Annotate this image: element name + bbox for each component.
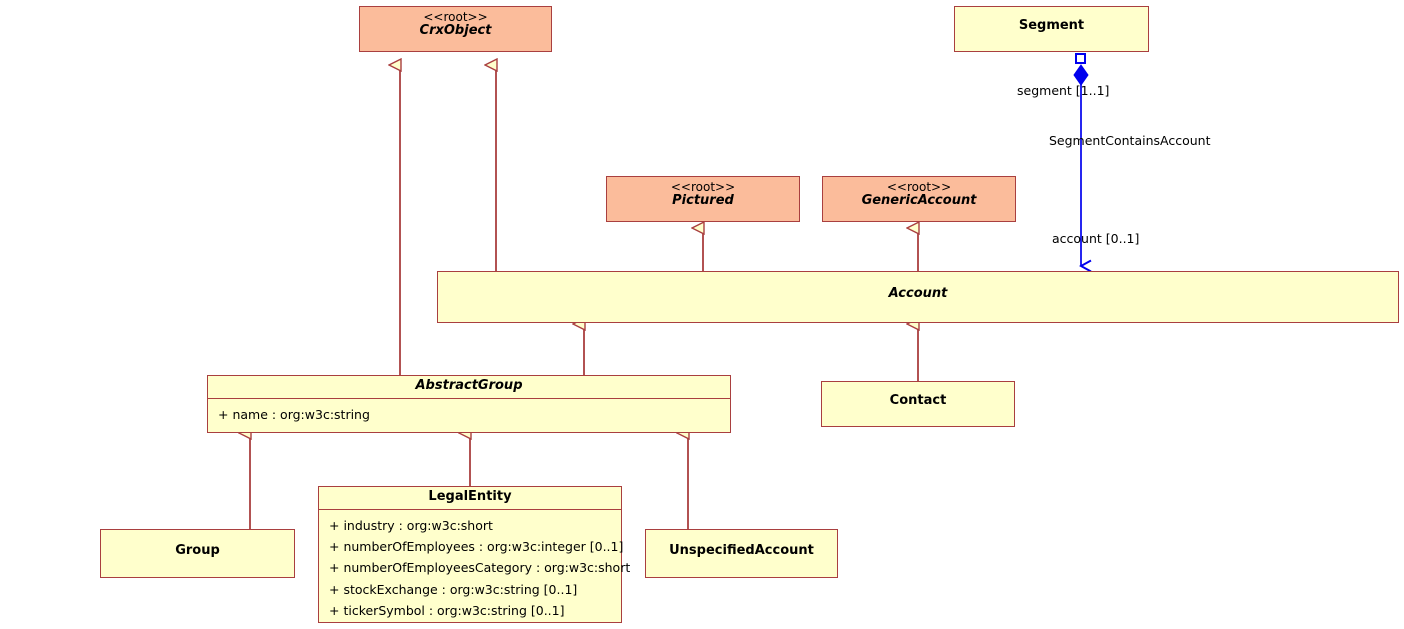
class-account[interactable]: Account — [437, 271, 1399, 323]
class-legalentity-header: LegalEntity — [319, 487, 621, 510]
association-name-label: SegmentContainsAccount — [1049, 133, 1211, 148]
class-genericaccount-stereotype: <<root>> — [886, 180, 952, 194]
class-crxobject[interactable]: <<root>> CrxObject — [359, 6, 552, 52]
class-crxobject-stereotype: <<root>> — [423, 10, 488, 24]
attribute-row: + numberOfEmployees : org:w3c:integer [0… — [329, 538, 624, 554]
class-segment-name: Segment — [1018, 18, 1085, 33]
class-crxobject-header: <<root>> CrxObject — [360, 7, 551, 44]
attribute-row: + stockExchange : org:w3c:string [0..1] — [329, 581, 578, 597]
class-abstractgroup-name: AbstractGroup — [415, 378, 523, 393]
class-group[interactable]: Group — [100, 529, 295, 578]
class-pictured-header: <<root>> Pictured — [607, 177, 799, 214]
class-contact-header: Contact — [822, 382, 1014, 414]
class-abstractgroup-header: AbstractGroup — [208, 376, 730, 399]
class-unspecifiedaccount[interactable]: UnspecifiedAccount — [645, 529, 838, 578]
class-pictured-name: Pictured — [672, 193, 734, 209]
class-genericaccount-header: <<root>> GenericAccount — [823, 177, 1015, 214]
class-contact-name: Contact — [889, 393, 947, 408]
class-unspecifiedaccount-header: UnspecifiedAccount — [646, 530, 837, 564]
association-source-role-label: segment [1..1] — [1017, 83, 1110, 98]
class-abstractgroup[interactable]: AbstractGroup + name : org:w3c:string — [207, 375, 731, 433]
class-segment[interactable]: Segment — [954, 6, 1149, 52]
attribute-row: + industry : org:w3c:short — [329, 517, 493, 533]
class-contact[interactable]: Contact — [821, 381, 1015, 427]
class-legalentity-attributes: + industry : org:w3c:short + numberOfEmp… — [319, 510, 631, 627]
class-segment-header: Segment — [955, 7, 1148, 39]
class-unspecifiedaccount-name: UnspecifiedAccount — [669, 543, 814, 558]
attribute-row: + numberOfEmployeesCategory : org:w3c:sh… — [329, 560, 631, 576]
class-genericaccount-name: GenericAccount — [861, 193, 977, 209]
association-port-square — [1075, 53, 1086, 64]
class-pictured[interactable]: <<root>> Pictured — [606, 176, 800, 222]
class-account-header: Account — [438, 272, 1398, 307]
class-group-header: Group — [101, 530, 294, 564]
class-crxobject-name: CrxObject — [419, 23, 492, 39]
class-legalentity-name: LegalEntity — [428, 489, 512, 504]
class-legalentity[interactable]: LegalEntity + industry : org:w3c:short +… — [318, 486, 630, 623]
association-target-role-label: account [0..1] — [1052, 231, 1140, 246]
attribute-row: + tickerSymbol : org:w3c:string [0..1] — [329, 603, 565, 619]
class-genericaccount[interactable]: <<root>> GenericAccount — [822, 176, 1016, 222]
class-account-name: Account — [888, 286, 948, 301]
class-pictured-stereotype: <<root>> — [670, 180, 736, 194]
class-group-name: Group — [175, 543, 220, 558]
class-abstractgroup-attributes: + name : org:w3c:string — [208, 399, 730, 430]
attribute-row: + name : org:w3c:string — [218, 406, 370, 422]
